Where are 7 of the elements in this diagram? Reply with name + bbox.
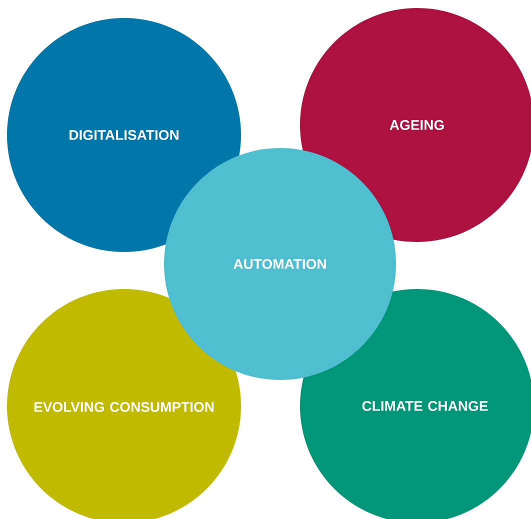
circle — [164, 148, 396, 380]
circle-label: AUTOMATION — [234, 259, 326, 269]
circle — [7, 18, 241, 252]
circle-label: CLIMATE CHANGE — [362, 401, 488, 411]
circle-label: EVOLVING CONSUMPTION — [34, 402, 214, 412]
circle-label: DIGITALISATION — [70, 130, 178, 140]
circle-label: AGEING — [390, 120, 444, 130]
